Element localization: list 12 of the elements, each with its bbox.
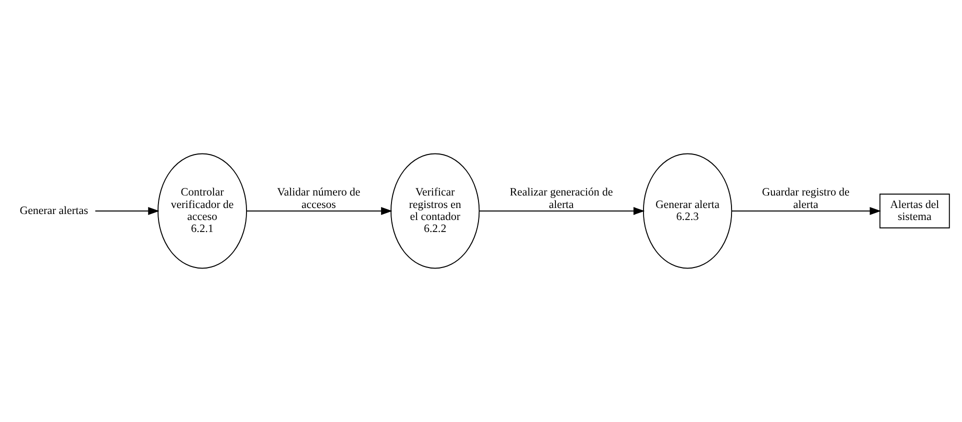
node-ellipse: Controlar verificador de acceso 6.2.1	[158, 153, 248, 269]
edge-label: Guardar registro de alerta	[762, 186, 850, 211]
node-ellipse: Generar alerta 6.2.3	[642, 153, 732, 269]
edge-label: Realizar generación de alerta	[510, 186, 613, 211]
node-ellipse: Verificar registros en el contador 6.2.2	[390, 153, 480, 269]
edge-label: Validar número de accesos	[277, 186, 360, 211]
node-text: Generar alertas	[20, 204, 88, 217]
arrow	[478, 207, 645, 215]
arrow	[246, 207, 392, 215]
arrow	[94, 207, 160, 215]
node-box: Alertas del sistema	[879, 194, 950, 228]
arrow	[731, 207, 882, 215]
